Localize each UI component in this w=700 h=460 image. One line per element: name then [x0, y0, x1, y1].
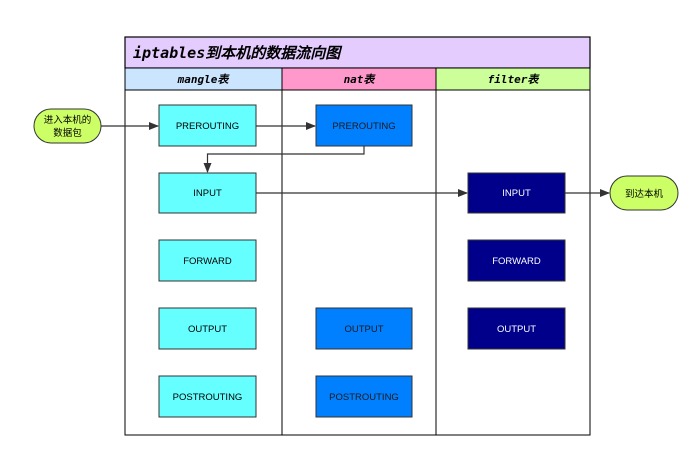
nat-postrouting-label: POSTROUTING — [329, 392, 399, 403]
mangle-output-label: OUTPUT — [188, 324, 227, 335]
column-header-mangle-label: mangle表 — [177, 73, 231, 86]
filter-forward-label: FORWARD — [492, 256, 541, 267]
end-terminal-label: 到达本机 — [625, 188, 664, 200]
column-header-filter-label: filter表 — [488, 73, 541, 86]
mangle-postrouting-label: POSTROUTING — [173, 392, 243, 403]
filter-forward-box — [467, 239, 566, 282]
arrow-nat-prerouting-to-mangle-input — [203, 146, 365, 173]
mangle-postrouting-box — [158, 375, 257, 418]
nat-output-box — [315, 307, 413, 350]
mangle-forward-box — [158, 239, 257, 282]
start-terminal-line2: 数据包 — [53, 127, 82, 139]
start-terminal-line1: 进入本机的 — [44, 114, 92, 126]
filter-output-box — [467, 307, 566, 350]
column-header-nat-label: nat表 — [344, 73, 377, 86]
mangle-prerouting-label: PREROUTING — [176, 121, 239, 132]
filter-output-label: OUTPUT — [497, 324, 536, 335]
nat-postrouting-box — [315, 375, 413, 418]
mangle-input-label: INPUT — [193, 188, 222, 199]
mangle-input-box — [158, 172, 257, 214]
nat-prerouting-box — [315, 104, 413, 147]
mangle-forward-label: FORWARD — [183, 256, 232, 267]
mangle-prerouting-box — [158, 104, 257, 147]
mangle-output-box — [158, 307, 257, 350]
title-bar — [124, 36, 591, 69]
nat-output-label: OUTPUT — [344, 324, 383, 335]
diagram-title: iptables到本机的数据流向图 — [133, 44, 343, 62]
filter-input-box — [467, 172, 566, 214]
end-terminal — [609, 175, 679, 211]
nat-prerouting-label: PREROUTING — [332, 121, 395, 132]
filter-input-label: INPUT — [502, 188, 531, 199]
